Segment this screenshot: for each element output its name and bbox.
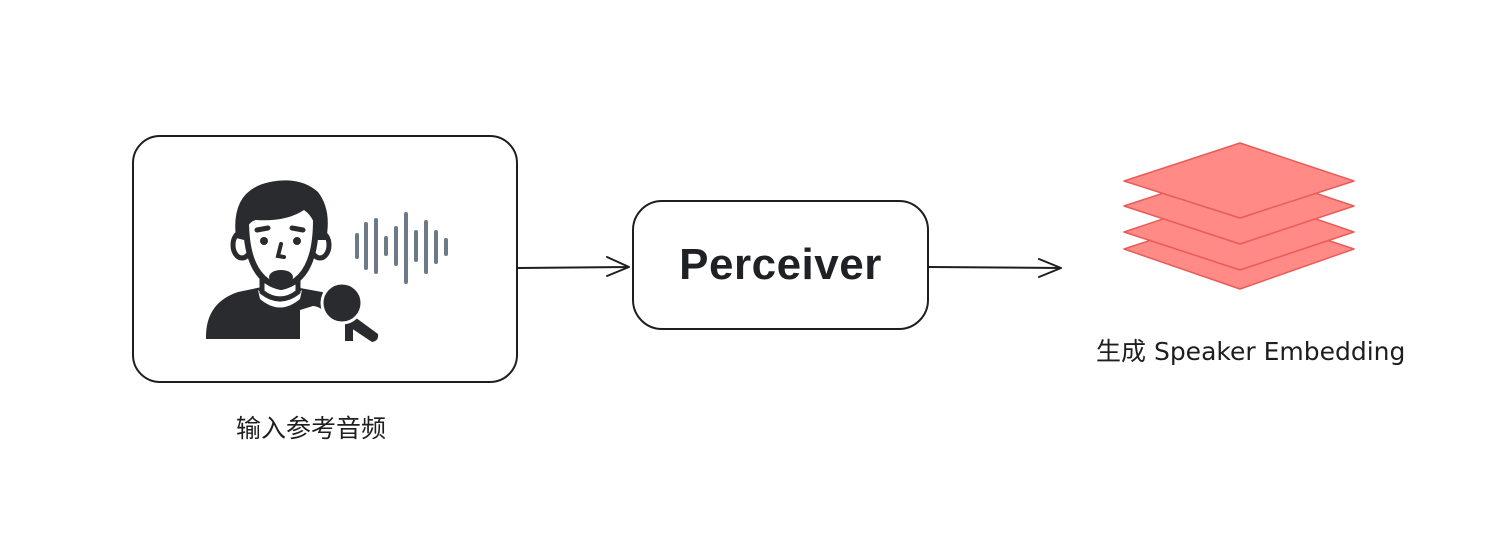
man-singer-icon xyxy=(205,180,379,342)
arrow-perceiver-to-embedding xyxy=(928,258,1062,278)
arrow-input-to-perceiver xyxy=(517,256,630,277)
output-caption: 生成 Speaker Embedding xyxy=(1096,337,1406,366)
sound-wave-icon xyxy=(355,212,448,284)
input-audio-node xyxy=(132,135,518,383)
input-illustration xyxy=(205,180,448,342)
perceiver-label: Perceiver xyxy=(679,240,882,289)
perceiver-node: Perceiver xyxy=(632,200,929,330)
input-caption: 输入参考音频 xyxy=(236,414,387,443)
embedding-layer-1 xyxy=(1123,142,1355,219)
